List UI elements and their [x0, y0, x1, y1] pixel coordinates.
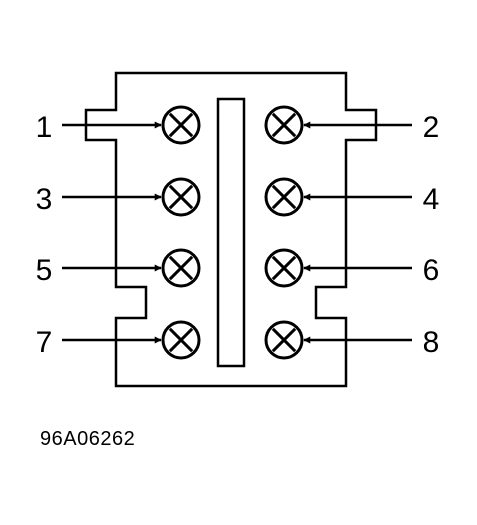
cylinder-cross-mark [271, 184, 297, 210]
cylinder-cross-mark [271, 255, 297, 281]
figure-reference-code: 96A06262 [40, 428, 136, 450]
cylinder-label-8: 8 [423, 326, 440, 359]
cylinder-cross-mark [271, 327, 297, 353]
cylinder-7 [62, 320, 201, 360]
cylinder-3 [62, 177, 201, 217]
cylinder-cross-mark [168, 327, 194, 353]
cylinder-8 [264, 320, 412, 360]
cylinder-1 [62, 105, 201, 145]
cylinder-6 [264, 248, 412, 288]
intake-manifold-bar [216, 97, 246, 368]
cylinder-cross-mark [271, 112, 297, 138]
cylinder-cross-mark [168, 112, 194, 138]
labels-layer: 1 2 3 4 5 6 7 8 [36, 111, 440, 359]
engine-block-outline [84, 71, 378, 388]
cylinder-label-3: 3 [36, 183, 53, 216]
cylinder-label-7: 7 [36, 326, 53, 359]
cylinder-label-1: 1 [36, 111, 53, 144]
cylinder-cross-mark [168, 255, 194, 281]
cylinder-label-6: 6 [423, 254, 440, 287]
cylinder-4 [264, 177, 412, 217]
cylinder-label-2: 2 [423, 111, 440, 144]
cylinder-label-4: 4 [423, 183, 440, 216]
cylinder-label-5: 5 [36, 254, 53, 287]
cylinder-cross-mark [168, 184, 194, 210]
cylinders-layer [62, 105, 412, 360]
cylinder-2 [264, 105, 412, 145]
cylinder-5 [62, 248, 201, 288]
